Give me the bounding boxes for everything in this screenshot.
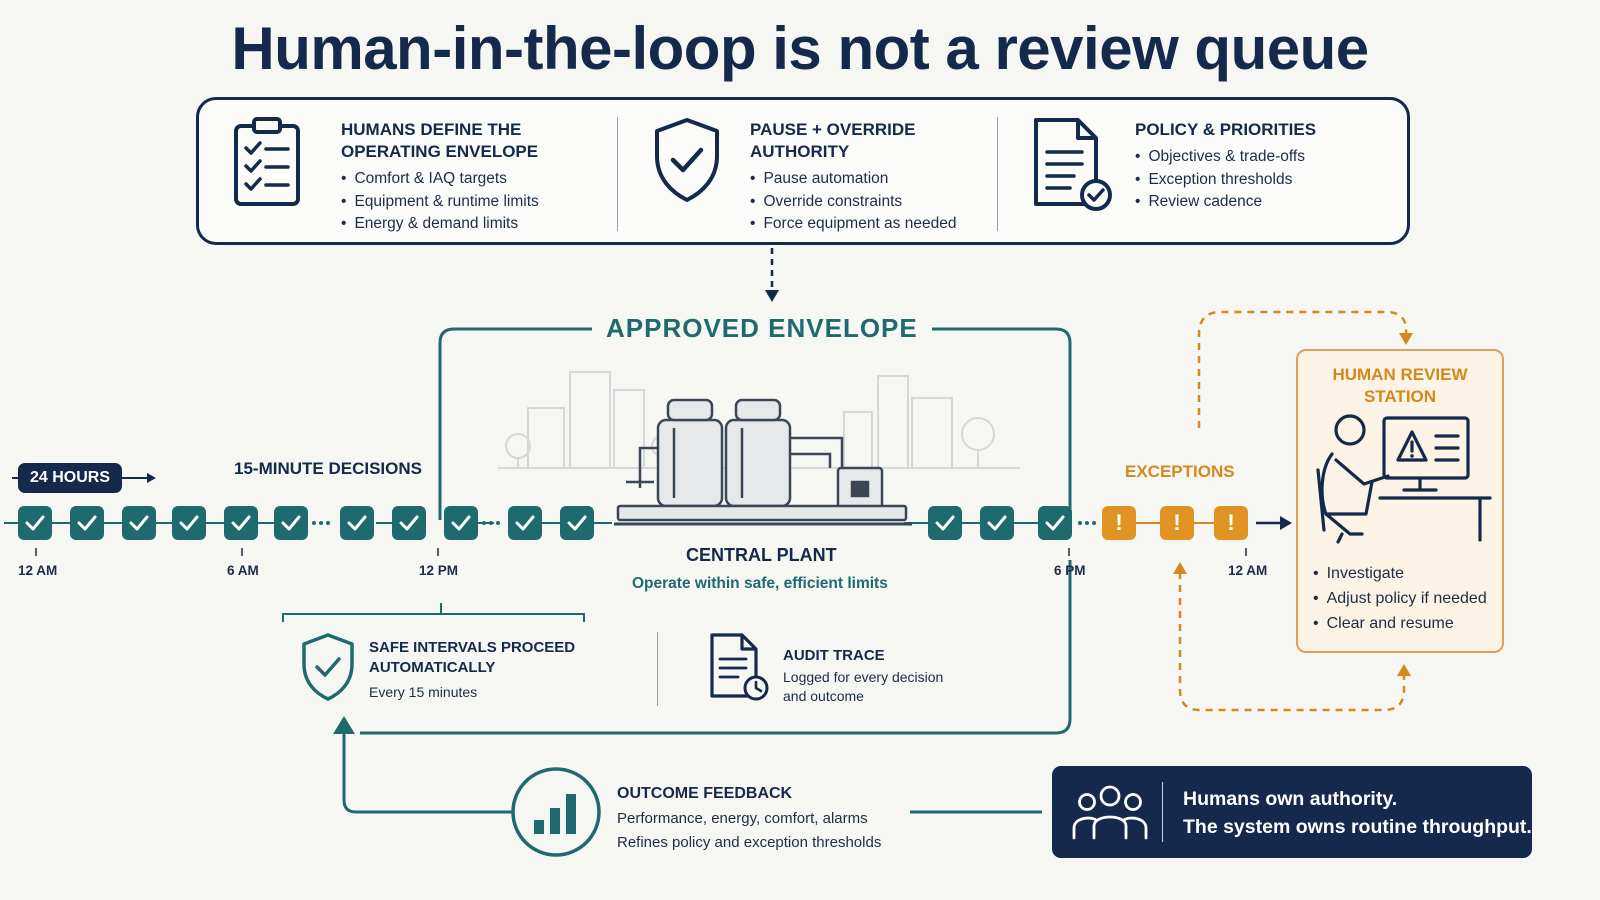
list-item: Energy & demand limits — [341, 213, 539, 236]
check-icon — [179, 515, 199, 531]
exceptions-label: EXCEPTIONS — [1125, 462, 1235, 481]
check-icon — [935, 515, 955, 531]
envelope-heading: HUMANS DEFINE THE OPERATING ENVELOPE — [341, 120, 539, 161]
list-item: Clear and resume — [1313, 611, 1487, 636]
audit-trace-text: Logged for every decision and outcome — [783, 669, 944, 704]
decision-square — [508, 506, 542, 540]
check-icon — [399, 515, 419, 531]
policy-bullets: Objectives & trade-offs Exception thresh… — [1135, 146, 1305, 214]
time-label: 12 AM — [1228, 563, 1268, 578]
section-divider — [657, 632, 658, 706]
safe-intervals-heading: SAFE INTERVALS PROCEED AUTOMATICALLY — [369, 639, 576, 676]
list-item: Review cadence — [1135, 191, 1305, 214]
check-icon — [77, 515, 97, 531]
timespan-badge: 24 HOURS — [18, 463, 122, 493]
decision-square — [1038, 506, 1072, 540]
time-label: 6 PM — [1054, 563, 1086, 578]
people-group-icon — [1072, 785, 1148, 840]
check-icon — [347, 515, 367, 531]
list-item: Investigate — [1313, 561, 1487, 586]
decision-square — [18, 506, 52, 540]
decision-square — [122, 506, 156, 540]
check-icon — [281, 515, 301, 531]
callout-divider — [1162, 782, 1163, 842]
outcome-feedback-heading: OUTCOME FEEDBACK — [617, 785, 793, 802]
callout-text: Humans own authority. The system owns ro… — [1183, 788, 1532, 838]
envelope-bullets: Comfort & IAQ targets Equipment & runtim… — [341, 168, 539, 236]
time-label: 12 PM — [419, 563, 459, 578]
central-plant-subtitle: Operate within safe, efficient limits — [632, 575, 888, 592]
human-review-actions: Investigate Adjust policy if needed Clea… — [1313, 561, 1487, 636]
check-icon — [129, 515, 149, 531]
shield-check-icon — [302, 633, 354, 701]
override-bullets: Pause automation Override constraints Fo… — [750, 168, 956, 236]
decision-square — [340, 506, 374, 540]
human-review-title: HUMAN REVIEW STATION — [1332, 365, 1468, 406]
column-divider — [997, 117, 998, 231]
check-icon — [451, 515, 471, 531]
check-icon — [567, 515, 587, 531]
decisions-label: 15-MINUTE DECISIONS — [234, 459, 422, 478]
audit-document-icon — [710, 633, 769, 701]
central-plant-icon — [614, 398, 912, 526]
list-item: Adjust policy if needed — [1313, 586, 1487, 611]
decision-square — [172, 506, 206, 540]
decision-square — [274, 506, 308, 540]
exception-square: ! — [1102, 506, 1136, 540]
authority-callout — [1052, 766, 1532, 858]
document-check-icon — [1034, 118, 1112, 211]
exception-square: ! — [1214, 506, 1248, 540]
decision-square — [444, 506, 478, 540]
decision-square — [928, 506, 962, 540]
audit-trace-heading: AUDIT TRACE — [783, 647, 885, 664]
safe-intervals-text: Every 15 minutes — [369, 684, 478, 700]
list-item: Equipment & runtime limits — [341, 191, 538, 214]
column-divider — [617, 117, 618, 231]
person-at-computer-icon — [1316, 414, 1492, 544]
approved-envelope-label: APPROVED ENVELOPE — [592, 313, 932, 344]
bar-chart-icon — [511, 767, 601, 857]
decision-square — [560, 506, 594, 540]
decision-square — [980, 506, 1014, 540]
override-heading: PAUSE + OVERRIDE AUTHORITY — [750, 120, 916, 161]
exception-square: ! — [1160, 506, 1194, 540]
check-icon — [1045, 515, 1065, 531]
decision-square — [70, 506, 104, 540]
central-plant-title: CENTRAL PLANT — [686, 545, 837, 565]
list-item: Comfort & IAQ targets — [341, 168, 539, 191]
list-item: Override constraints — [750, 191, 956, 214]
decision-square — [224, 506, 258, 540]
page-title: Human-in-the-loop is not a review queue — [231, 15, 1369, 82]
list-item: Exception thresholds — [1135, 169, 1305, 192]
list-item: Pause automation — [750, 168, 956, 191]
time-label: 6 AM — [227, 563, 259, 578]
time-label: 12 AM — [18, 563, 58, 578]
policy-heading: POLICY & PRIORITIES — [1135, 120, 1317, 139]
check-icon — [987, 515, 1007, 531]
decision-square — [392, 506, 426, 540]
outcome-feedback-text: Performance, energy, comfort, alarms Ref… — [617, 810, 882, 851]
clipboard-checklist-icon — [234, 117, 300, 206]
shield-check-icon — [655, 118, 719, 202]
check-icon — [25, 515, 45, 531]
check-icon — [231, 515, 251, 531]
list-item: Objectives & trade-offs — [1135, 146, 1305, 169]
check-icon — [515, 515, 535, 531]
list-item: Force equipment as needed — [750, 213, 956, 236]
